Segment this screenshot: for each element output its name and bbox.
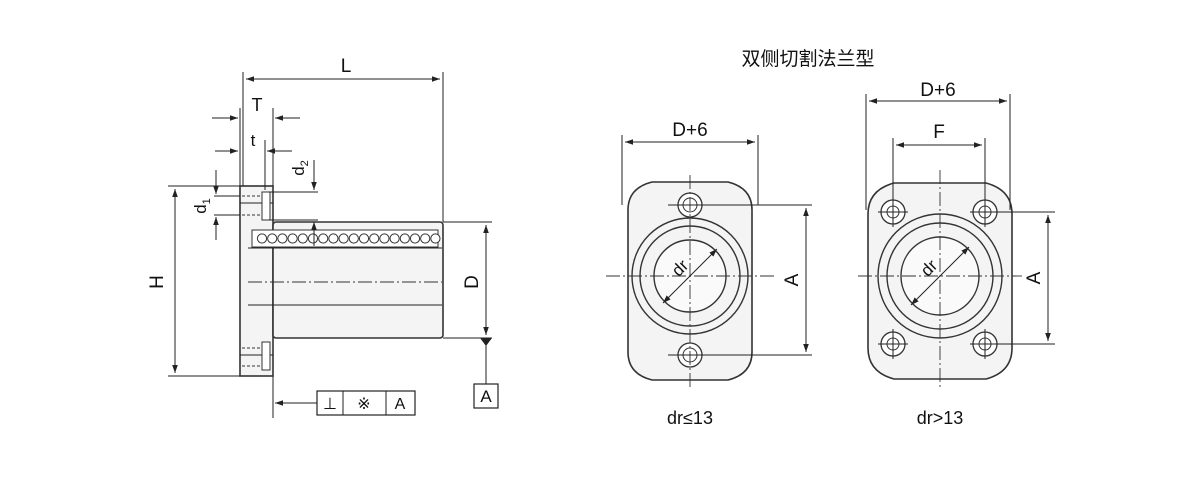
bearing-ball <box>389 233 400 244</box>
bearing-ball <box>399 233 410 244</box>
dim-d1: d1 <box>191 198 213 214</box>
side-view: L T t d1 d2 H <box>147 56 499 418</box>
bearing-ball <box>369 233 380 244</box>
tol-perpendicular: ⊥ <box>323 396 337 413</box>
bearing-ball <box>277 233 288 244</box>
front-view-large: dr D+6 F A dr>13 <box>858 80 1055 428</box>
bearing-ball <box>358 233 370 244</box>
dim-F: F <box>933 122 945 143</box>
tol-value: ※ <box>357 396 370 413</box>
bearing-ball <box>430 233 441 244</box>
datum-A: A <box>480 387 492 406</box>
bearing-ball <box>256 233 268 244</box>
ball-row <box>251 229 441 248</box>
caption-small: dr≤13 <box>667 408 713 428</box>
dim-width-large: D+6 <box>920 80 955 101</box>
bearing-ball <box>297 233 308 244</box>
bearing-ball <box>379 233 390 244</box>
bearing-ball <box>287 233 298 244</box>
bearing-ball <box>420 233 431 244</box>
bearing-ball <box>409 233 421 244</box>
dim-H: H <box>147 275 168 289</box>
dim-A-large: A <box>1024 271 1045 284</box>
tolerance-frame: ⊥ ※ A <box>316 390 416 416</box>
caption-large: dr>13 <box>917 408 964 428</box>
dim-L: L <box>341 56 352 77</box>
front-view-small: dr D+6 A dr≤13 <box>606 120 812 428</box>
bearing-ball <box>318 233 329 244</box>
dim-D: D <box>462 275 483 289</box>
bearing-ball <box>328 233 339 244</box>
bearing-ball <box>307 233 319 244</box>
dim-T: T <box>252 95 263 115</box>
bearing-ball <box>267 233 278 244</box>
dim-t: t <box>251 131 256 150</box>
bearing-ball <box>338 233 349 244</box>
bearing-ball <box>348 233 359 244</box>
dim-width-small: D+6 <box>672 120 707 141</box>
drawing-title: 双侧切割法兰型 <box>741 48 874 70</box>
sleeve-body <box>272 221 444 339</box>
dim-d2: d2 <box>289 160 311 176</box>
dim-A-small: A <box>782 273 803 286</box>
tol-datum: A <box>395 396 406 413</box>
